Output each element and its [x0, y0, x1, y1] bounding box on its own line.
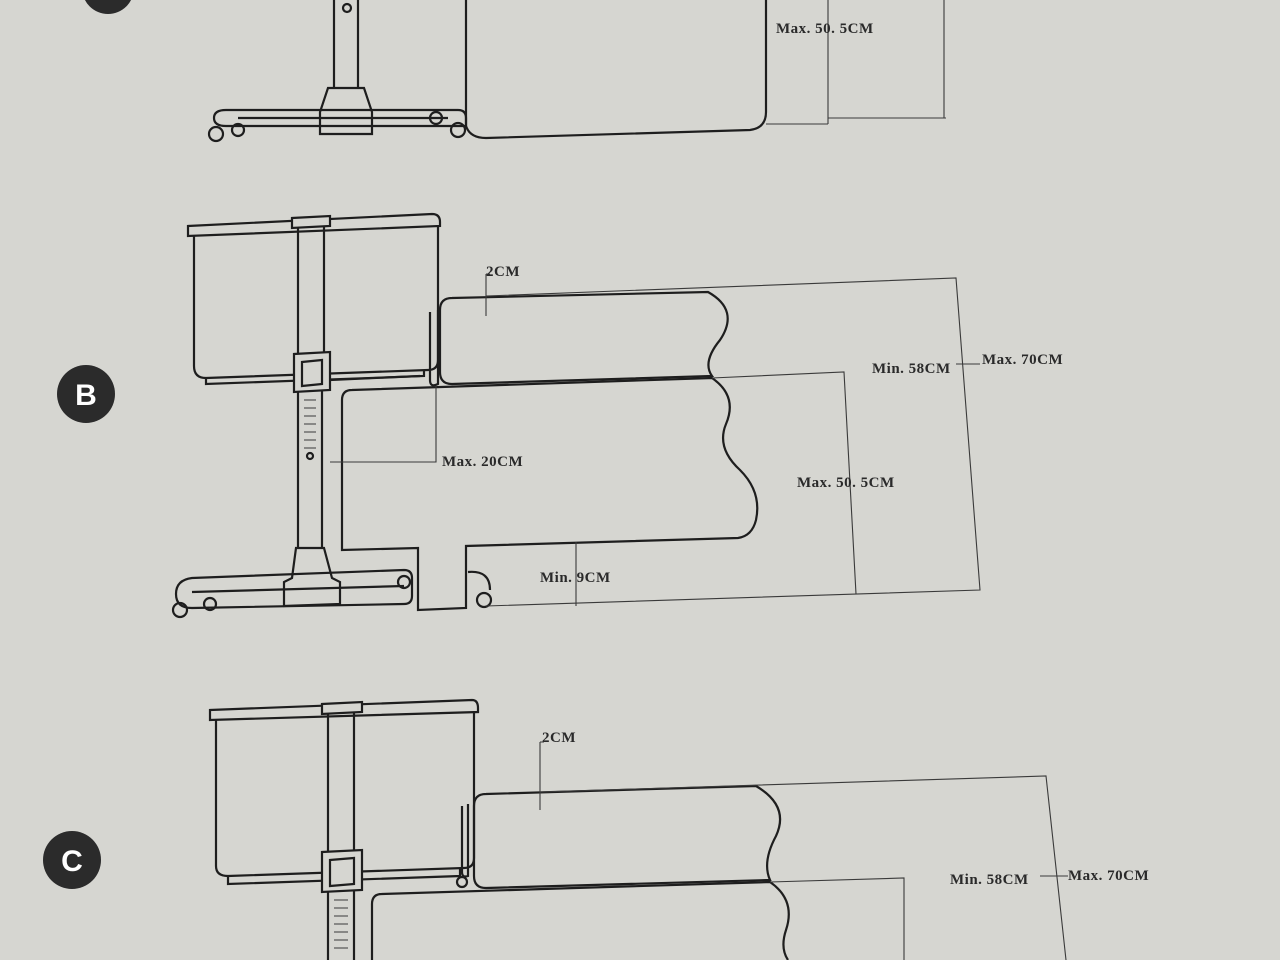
diagram-c-height-min-label: Min. 58CM: [950, 872, 1029, 888]
diagram-a-caster-left: [207, 122, 246, 143]
diagram-a-caster-right: [428, 110, 467, 139]
diagram-b-clearance-min-label: Min. 9CM: [540, 570, 611, 586]
diagram-b-badge: [57, 365, 115, 423]
diagram-c-gap-label: 2CM: [542, 730, 576, 746]
diagram-c-mattress: [472, 784, 782, 890]
diagram-a-badge: [84, 0, 132, 14]
diagram-b: B: [57, 212, 1063, 619]
diagram-c-badge-letter: C: [61, 845, 83, 878]
diagram-c-side-strap: [460, 804, 470, 878]
diagram-b-side-strap: [428, 310, 440, 387]
diagram-b-height-max-label: Max. 70CM: [982, 352, 1063, 368]
diagram-c-rack: [334, 899, 348, 949]
diagram-b-bed-frame: [340, 376, 759, 612]
diagram-a-stand-foot: [318, 86, 374, 136]
diagram-c-badge: [43, 831, 101, 889]
diagram-b-mattress-max-label: Max. 50. 5CM: [797, 475, 895, 491]
diagram-c: C 2CM Min. 58CM Max. 70CM: [43, 698, 1149, 960]
diagram-b-adult-bed: [340, 290, 759, 612]
diagram-b-mattress: [438, 290, 729, 386]
diagram-b-stand-foot: [282, 546, 342, 608]
diagram-a-base-bar: [212, 108, 468, 128]
diagram-c-dimension-lines: [539, 741, 1068, 960]
diagram-b-caster-left: [171, 596, 218, 619]
diagram-b-column: [290, 214, 332, 548]
diagram-c-bed-frame: [370, 880, 790, 960]
diagram-a-height-max-label: Max. 50. 5CM: [776, 21, 874, 37]
diagram-b-dimension-lines: [330, 273, 981, 607]
diagram-c-height-max-label: Max. 70CM: [1068, 868, 1149, 884]
diagram-a-adult-bed: [464, 0, 768, 140]
diagram-b-caster-right: [396, 570, 493, 609]
diagram-c-adult-bed: [370, 784, 790, 960]
diagram-a-column: [332, 0, 360, 88]
diagram-b-base-bar: [174, 568, 414, 610]
diagram-b-rack: [304, 399, 316, 449]
diagram-a: Max. 50. 5CM: [84, 0, 946, 143]
diagram-b-reach-max-label: Max. 20CM: [442, 454, 523, 470]
diagram-b-badge-letter: B: [75, 379, 97, 412]
diagram-b-gap-label: 2CM: [486, 264, 520, 280]
diagram-c-column: [320, 700, 364, 960]
diagram-b-height-min-label: Min. 58CM: [872, 361, 951, 377]
